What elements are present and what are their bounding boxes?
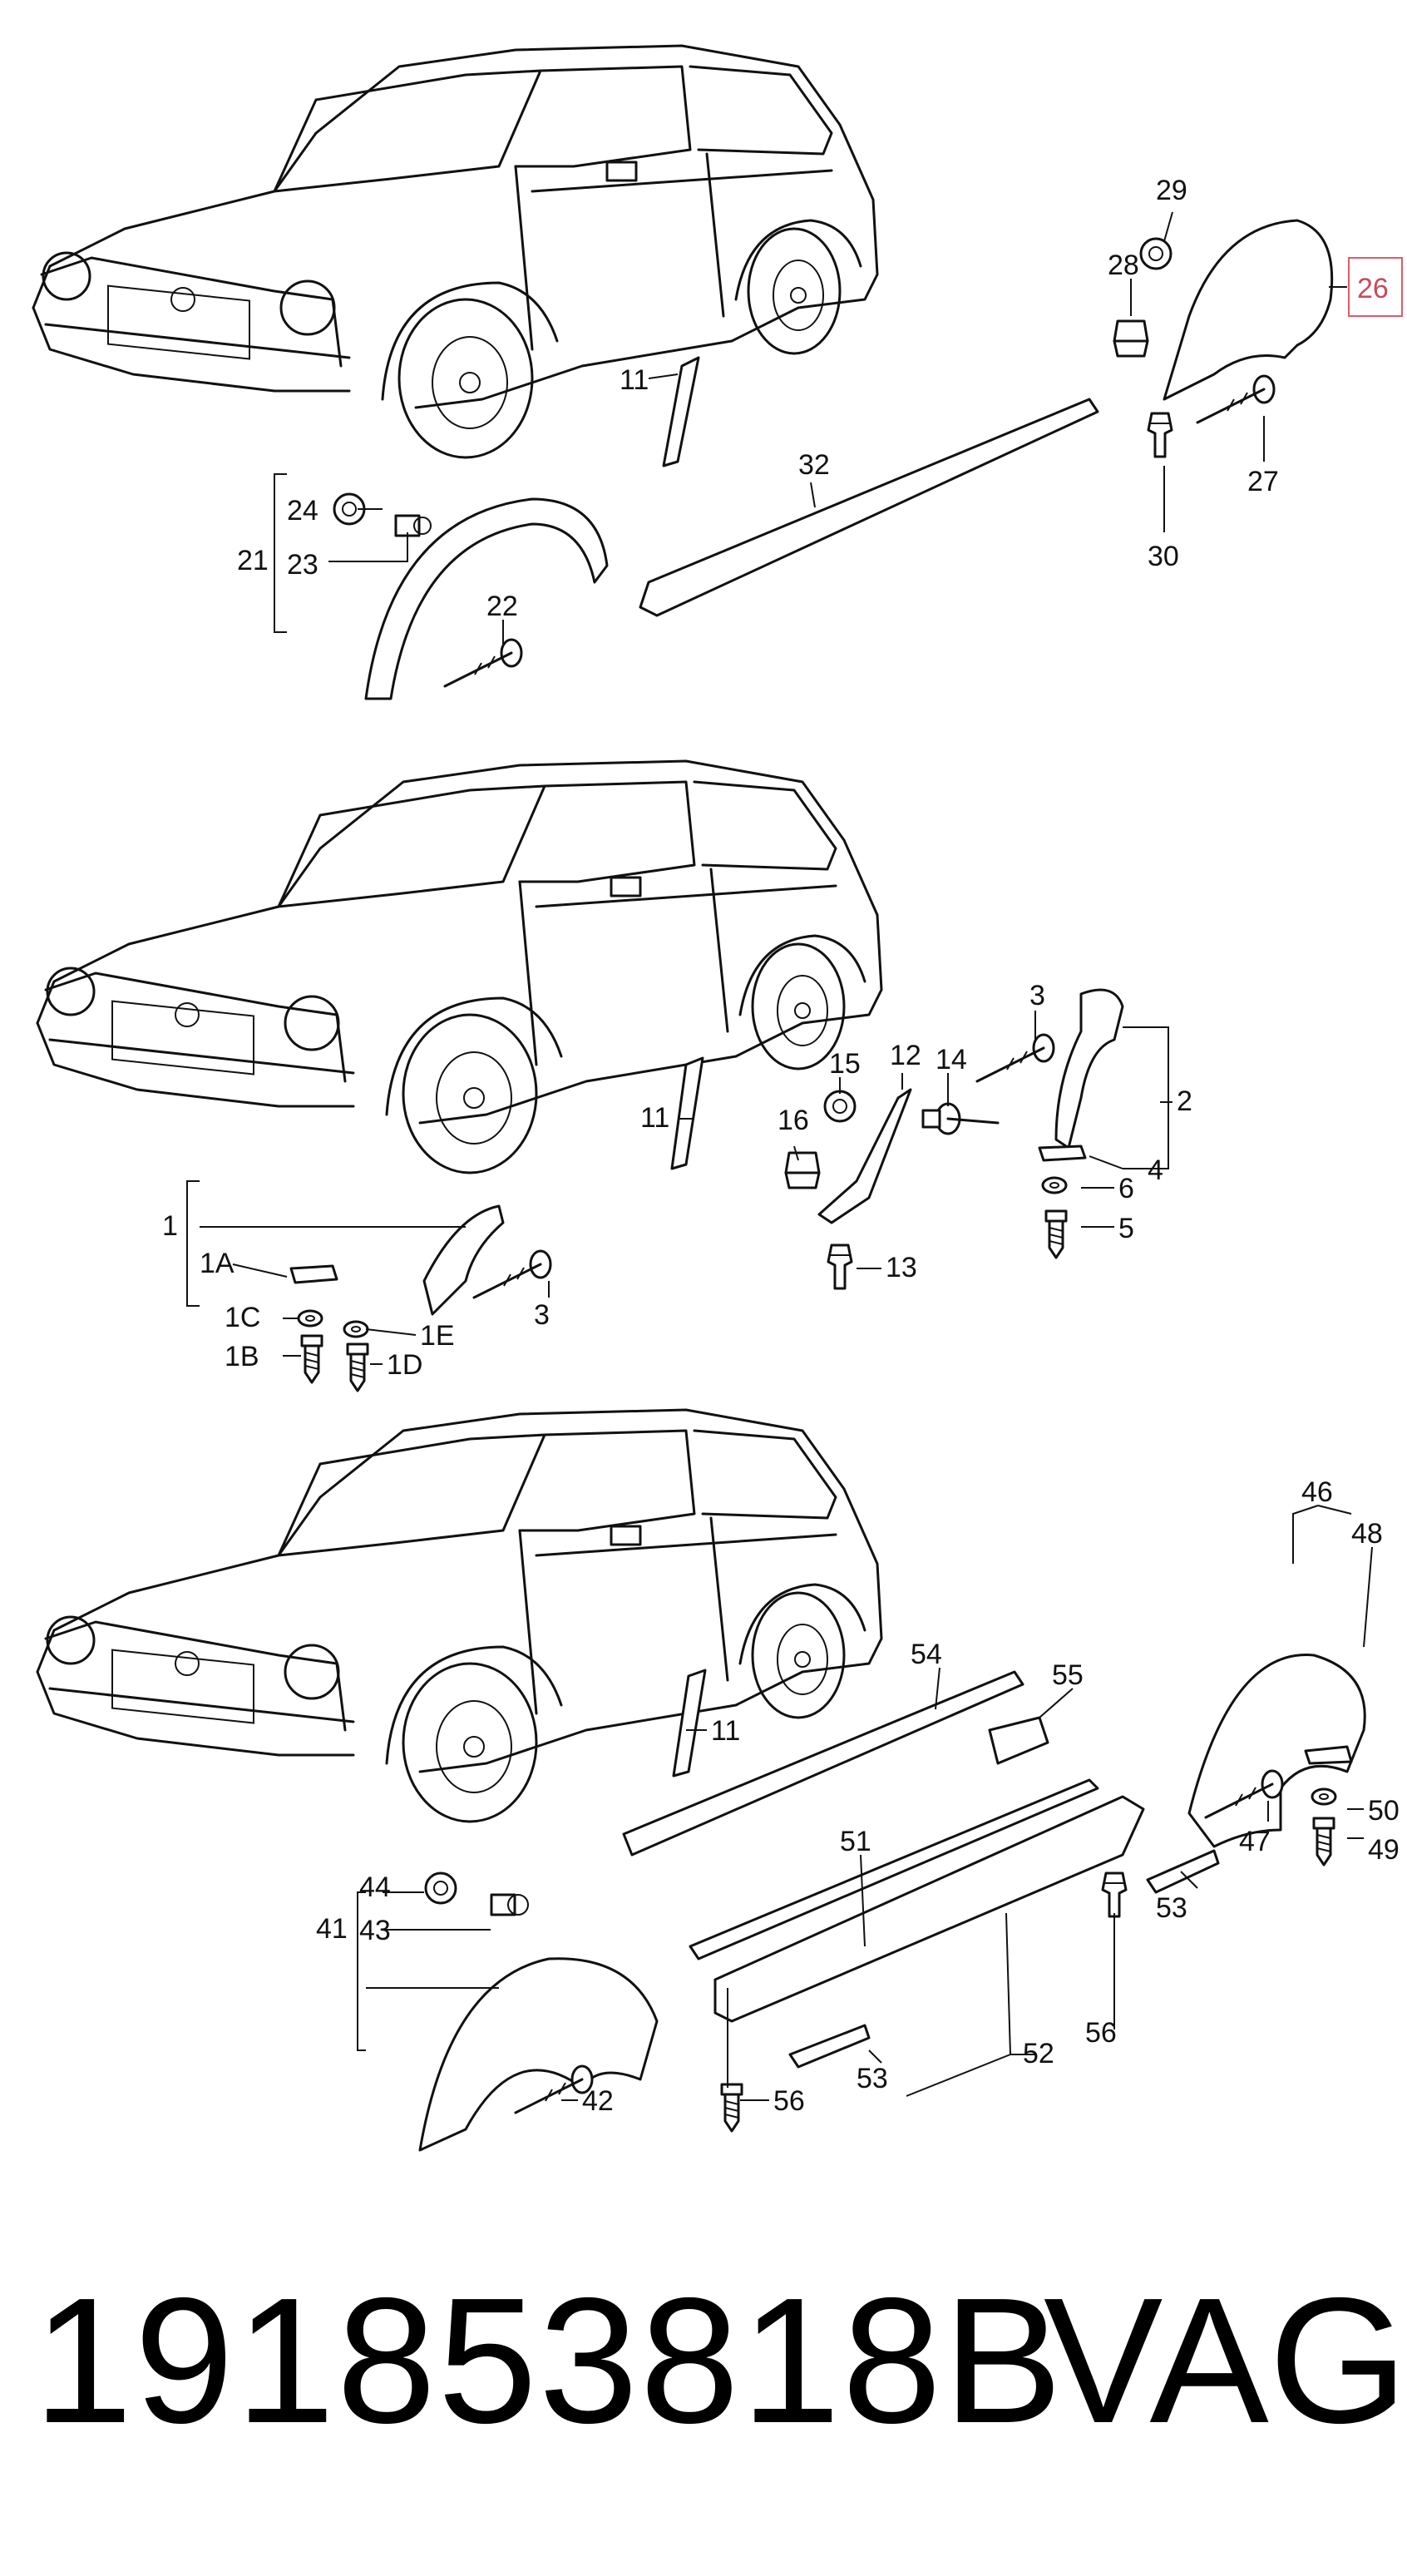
part-54-moulding xyxy=(622,1670,1024,1857)
callout-44: 44 xyxy=(359,1871,391,1903)
callout-1: 1 xyxy=(162,1210,178,1242)
callout-53-right: 53 xyxy=(1156,1892,1187,1924)
part-21-wheel-arch xyxy=(364,497,609,700)
callout-14: 14 xyxy=(936,1044,967,1075)
part-32-moulding xyxy=(639,398,1099,617)
callout-26: 26 xyxy=(1357,273,1389,304)
section-bottom: 46 48 54 55 11 51 50 47 49 53 44 41 43 5… xyxy=(36,1408,1400,2152)
callout-11-top: 11 xyxy=(620,364,649,396)
callout-1A: 1A xyxy=(200,1248,234,1279)
callout-56-left: 56 xyxy=(773,2085,805,2117)
part-11-bottom xyxy=(672,1669,707,1777)
callout-30: 30 xyxy=(1148,541,1179,572)
callout-49: 49 xyxy=(1368,1834,1400,1866)
section-top: 29 28 26 11 32 27 30 24 21 23 22 xyxy=(32,44,1403,700)
part-41-wheel-arch xyxy=(418,1957,659,2152)
callout-3-middle-bottom: 3 xyxy=(534,1299,550,1331)
callout-13: 13 xyxy=(886,1252,917,1283)
callout-1D: 1D xyxy=(387,1349,422,1381)
callout-1E: 1E xyxy=(420,1320,455,1352)
part-51-strip xyxy=(689,1778,1099,1960)
callout-6: 6 xyxy=(1118,1173,1134,1204)
callout-48: 48 xyxy=(1351,1518,1383,1550)
vehicle-illustration-middle xyxy=(36,759,883,1174)
callout-15: 15 xyxy=(829,1048,861,1080)
vehicle-illustration-bottom xyxy=(36,1408,883,1823)
callout-32: 32 xyxy=(798,449,830,481)
callout-21: 21 xyxy=(237,545,269,576)
callout-51: 51 xyxy=(840,1826,871,1857)
part-11-middle xyxy=(670,1056,704,1170)
part-1-mudflap xyxy=(422,1204,505,1316)
parts-diagram: 29 28 26 11 32 27 30 24 21 23 22 xyxy=(32,44,1403,2152)
callout-27: 27 xyxy=(1247,466,1279,497)
callout-41: 41 xyxy=(316,1913,348,1945)
callout-46: 46 xyxy=(1301,1476,1333,1508)
part-11-top xyxy=(662,356,700,467)
callout-47: 47 xyxy=(1239,1826,1271,1857)
callout-2: 2 xyxy=(1177,1085,1192,1117)
callout-5: 5 xyxy=(1118,1213,1134,1244)
callout-29: 29 xyxy=(1156,175,1187,206)
part-52-sill xyxy=(713,1795,1145,2023)
callout-22: 22 xyxy=(486,591,518,622)
part-number: 191853818B xyxy=(33,2260,1064,2460)
part-12-trim xyxy=(817,1088,912,1224)
part-2-mudflap xyxy=(1054,988,1124,1150)
callout-42: 42 xyxy=(582,2085,614,2117)
callout-16: 16 xyxy=(778,1105,809,1136)
callout-28: 28 xyxy=(1108,250,1139,281)
callout-54: 54 xyxy=(911,1639,942,1670)
callout-11-middle: 11 xyxy=(640,1102,669,1134)
vehicle-illustration-top xyxy=(32,44,879,459)
callout-43: 43 xyxy=(359,1915,391,1946)
callout-12: 12 xyxy=(890,1040,921,1071)
part-26-arch-liner xyxy=(1163,219,1334,401)
brand-label: VAG xyxy=(1044,2260,1407,2460)
callout-3-middle-top: 3 xyxy=(1029,980,1045,1011)
callout-50: 50 xyxy=(1368,1795,1400,1827)
section-middle: 3 12 14 15 2 11 16 4 6 5 1 1A 13 3 1C 1E… xyxy=(36,759,1192,1392)
callout-52: 52 xyxy=(1023,2038,1054,2069)
callout-56-right: 56 xyxy=(1085,2017,1117,2049)
callout-23: 23 xyxy=(287,549,318,581)
callout-11-bottom: 11 xyxy=(711,1715,740,1747)
callout-24: 24 xyxy=(287,495,318,527)
callout-53-left: 53 xyxy=(857,2063,888,2094)
part-46-arch-liner xyxy=(1187,1654,1366,1848)
callout-1B: 1B xyxy=(225,1341,259,1372)
callout-4: 4 xyxy=(1148,1155,1163,1186)
callout-1C: 1C xyxy=(225,1302,260,1333)
callout-55: 55 xyxy=(1052,1659,1084,1691)
highlight-box-26 xyxy=(1348,257,1403,317)
